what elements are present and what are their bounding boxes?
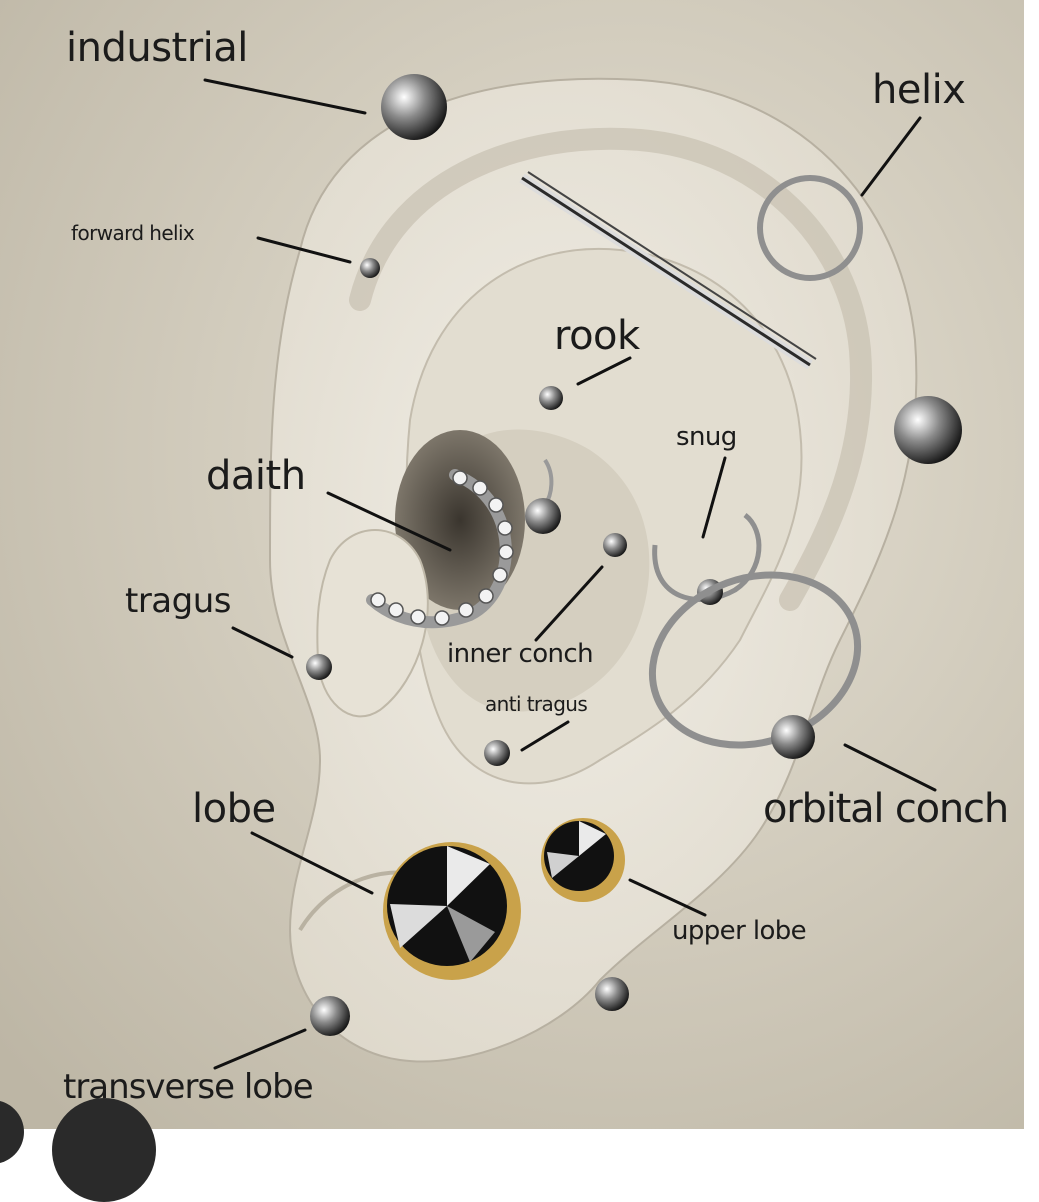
upper-lobe-leader [628, 878, 707, 917]
inner-conch-leader [534, 565, 604, 642]
orbital-conch-bead [771, 715, 815, 759]
label-forward-helix: forward helix [71, 221, 195, 245]
rook-stud-top [539, 386, 563, 410]
inner-conch-stud [603, 533, 627, 557]
anti-tragus-stud [484, 740, 510, 766]
snug-leader [701, 456, 727, 539]
ear-illustration [0, 0, 1039, 1129]
rook-stud-bottom [525, 498, 561, 534]
tragus-shape [316, 529, 429, 718]
helix-hoop [757, 175, 863, 281]
right-border [1024, 0, 1039, 1129]
lobe-leader [250, 831, 374, 895]
industrial-leader [203, 78, 367, 115]
industrial-piercing [381, 74, 962, 464]
tragus-stud [306, 654, 332, 680]
label-tragus: tragus [125, 581, 232, 621]
upper-lobe-plug [541, 818, 625, 902]
transverse-lobe-leader [213, 1028, 307, 1070]
tragus-leader [231, 626, 294, 659]
forward-helix-leader [256, 236, 352, 264]
label-anti-tragus: anti tragus [485, 692, 588, 716]
daith-leader [326, 491, 452, 552]
label-lobe: lobe [192, 786, 276, 832]
label-helix: helix [872, 67, 966, 113]
overlay-button-right[interactable] [52, 1098, 156, 1202]
label-rook: rook [554, 313, 640, 359]
forward-helix-stud [360, 258, 380, 278]
label-inner-conch: inner conch [447, 639, 594, 669]
anti-tragus-leader [520, 720, 570, 752]
rook-leader [576, 356, 632, 386]
label-upper-lobe: upper lobe [672, 916, 807, 946]
label-orbital-conch: orbital conch [763, 786, 1009, 832]
snug-ring [652, 513, 762, 602]
ear-canal [395, 430, 525, 610]
orbital-conch-leader [843, 743, 937, 792]
transverse-lobe-stud [310, 996, 350, 1036]
helix-leader [860, 116, 922, 197]
lobe-stud [595, 977, 629, 1011]
lobe-plug [383, 842, 521, 980]
label-daith: daith [206, 453, 306, 499]
helix-fold [349, 127, 872, 611]
daith-gems [370, 470, 514, 626]
leader-lines [203, 78, 937, 1070]
label-industrial: industrial [66, 25, 248, 71]
label-snug: snug [676, 422, 737, 452]
